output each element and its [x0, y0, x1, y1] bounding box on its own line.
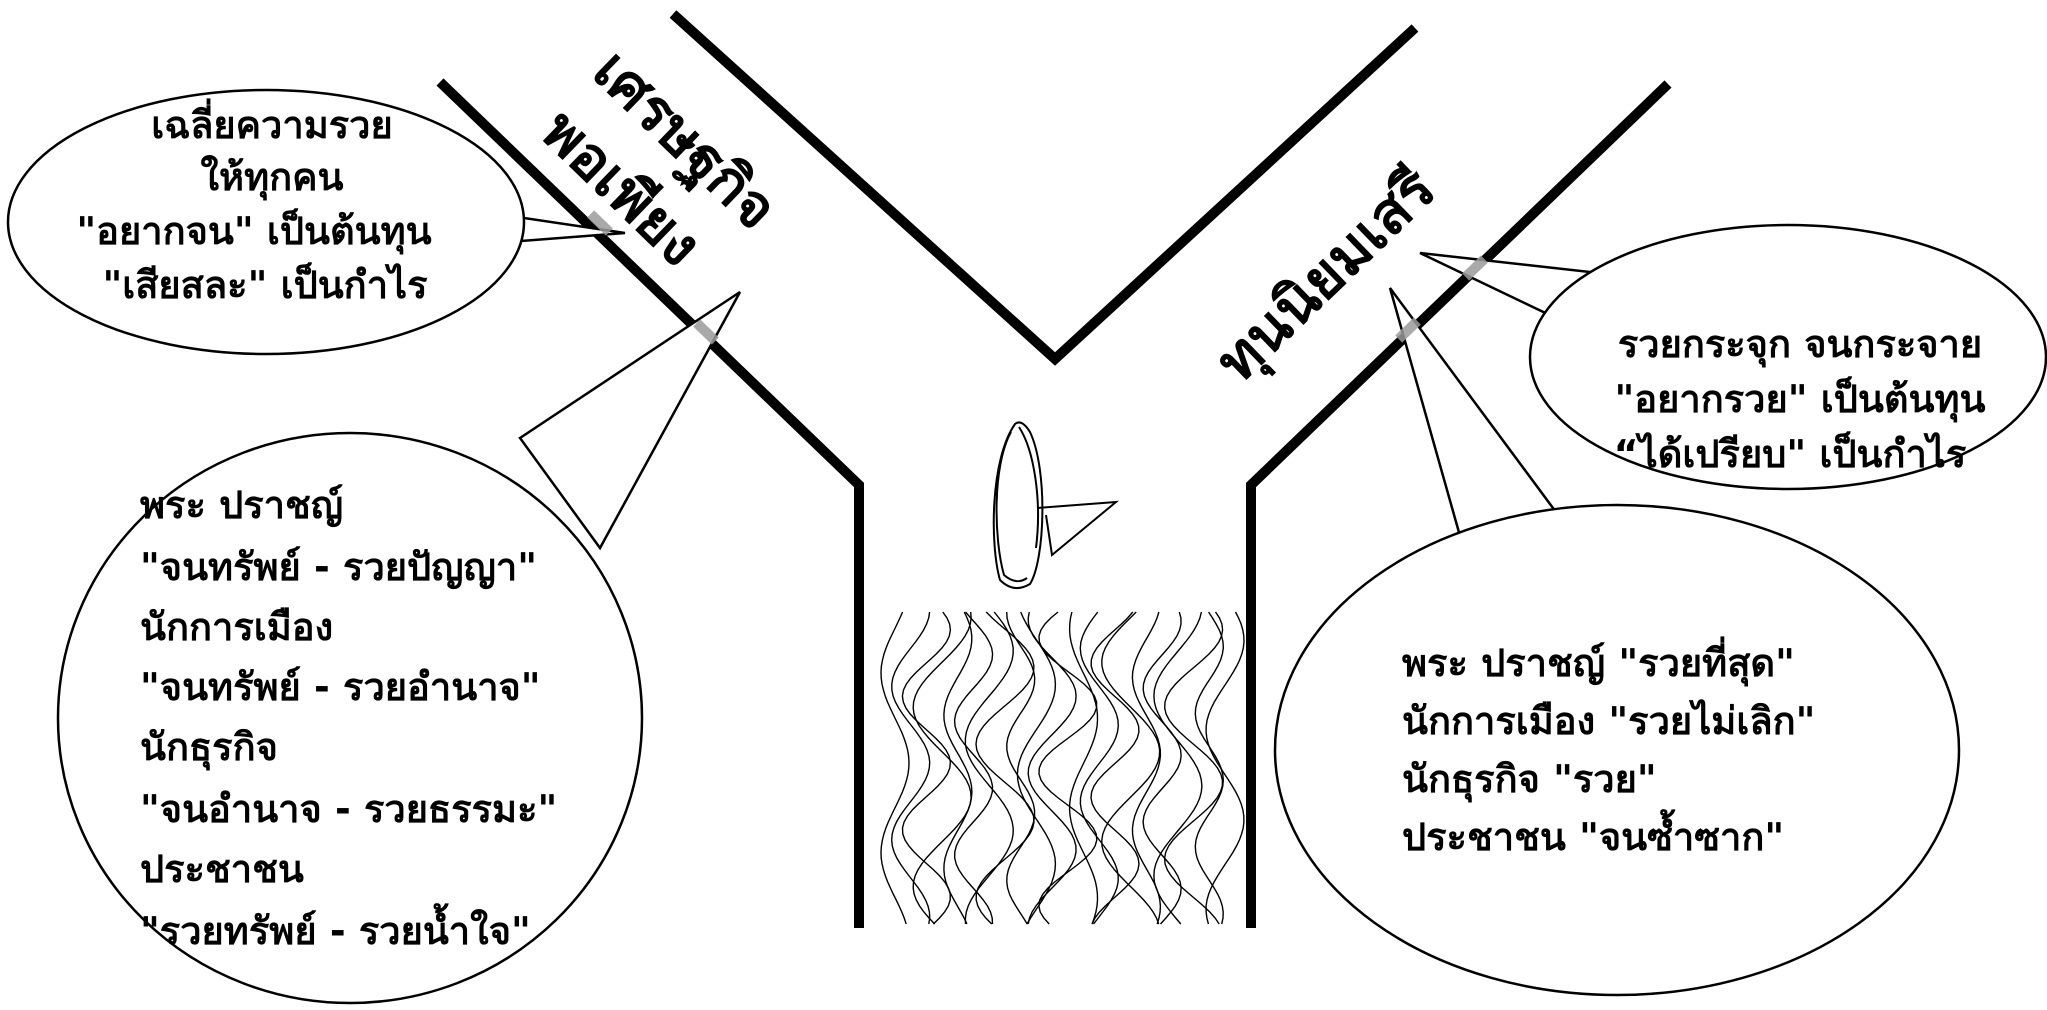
wavy-line	[1090, 611, 1140, 925]
wavy-line	[1079, 611, 1120, 925]
bubble-bottom-right	[1273, 503, 1961, 997]
bubble-top-right-line: “ได้เปรียบ" เป็นกำไร	[1614, 431, 1967, 476]
bubble-bottom-right-line: ประชาชน "จนซ้ำซาก"	[1402, 809, 1784, 859]
wavy-line	[1205, 611, 1245, 925]
left-path-label: เศรษฐกิจ พอเพียง	[528, 36, 791, 279]
crossing-hatches	[587, 210, 1488, 345]
hatch-bottom-right	[1395, 317, 1421, 343]
bubble-top-left-line: เฉลี่ยความรวย	[151, 98, 393, 147]
bubble-top-right-text: รวยกระจุก จนกระจาย "อยากรวย" เป็นต้นทุน …	[1614, 322, 1986, 476]
wavy-line	[1101, 611, 1161, 925]
bubble-top-left	[6, 88, 526, 356]
road-fork-inner	[669, 10, 1419, 366]
wavy-line	[964, 611, 1014, 925]
bubble-top-left-line: "อยากจน" เป็นต้นทุน	[76, 208, 431, 255]
tail-bottom-left	[518, 290, 742, 551]
wavy-line	[901, 611, 952, 925]
bubble-top-left-text: เฉลี่ยความรวย ให้ทุกคน "อยากจน" เป็นต้นท…	[76, 98, 431, 307]
bubble-bottom-right-line: นักการเมือง "รวยไม่เลิก"	[1402, 699, 1815, 743]
road-right-wall	[1246, 80, 1672, 928]
spinning-top-icon	[992, 421, 1120, 590]
bubble-top-right-line: "อยากรวย" เป็นต้นทุน	[1614, 376, 1985, 423]
wavy-line	[1194, 611, 1225, 925]
wavy-line	[943, 611, 973, 925]
wavy-line	[1006, 611, 1036, 925]
wavy-line	[1038, 611, 1098, 925]
wavy-line	[912, 611, 972, 925]
bubble-top-left-line: "เสียสละ" เป็นกำไร	[102, 262, 428, 307]
wavy-line	[975, 611, 1035, 925]
bubble-bottom-right-line: พระ ปราชญ์ "รวยที่สุด"	[1402, 636, 1795, 687]
bubble-bottom-left-line: นักธุรกิจ	[140, 725, 278, 771]
hatch-top-left	[587, 210, 613, 236]
bubble-bottom-left-line: พระ ปราชญ์	[140, 483, 343, 527]
bubble-bottom-left	[56, 431, 644, 1005]
bubble-top-left-line: ให้ทุกคน	[200, 155, 343, 201]
hatch-top-right	[1462, 255, 1488, 281]
wavy-line	[1142, 611, 1182, 925]
bubble-bottom-left-line: "จนทรัพย์ - รวยปัญญา"	[140, 545, 537, 589]
bubble-bottom-right-text: พระ ปราชญ์ "รวยที่สุด" นักการเมือง "รวยไ…	[1402, 636, 1815, 859]
bubble-bottom-left-line: นักการเมือง	[140, 605, 333, 649]
wavy-line	[1068, 611, 1099, 925]
wavy-line	[890, 611, 931, 925]
bubble-top-right	[1528, 223, 2047, 491]
wavy-line	[1016, 611, 1057, 925]
bubble-bottom-left-text: พระ ปราชญ์ "จนทรัพย์ - รวยปัญญา" นักการเ…	[140, 483, 557, 953]
bubble-bottom-left-line: "รวยทรัพย์ - รวยน้ำใจ"	[140, 903, 531, 953]
wavy-line	[880, 611, 910, 925]
hatch-bottom-left	[693, 319, 719, 345]
wavy-lines-texture	[880, 611, 1245, 925]
bubble-bottom-left-line: ประชาชน	[140, 847, 304, 891]
bubble-bottom-left-line: "จนทรัพย์ - รวยอำนาจ"	[140, 665, 541, 709]
bubble-bottom-right-line: นักธุรกิจ "รวย"	[1402, 757, 1657, 803]
bubble-bottom-left-line: "จนอำนาจ - รวยธรรมะ"	[140, 787, 557, 831]
wavy-line	[1153, 611, 1203, 925]
wavy-line	[1163, 611, 1224, 925]
bubble-top-right-line: รวยกระจุก จนกระจาย	[1618, 322, 1982, 368]
wavy-line	[953, 611, 994, 925]
wavy-line	[1131, 611, 1162, 925]
road-left-wall	[436, 78, 864, 928]
